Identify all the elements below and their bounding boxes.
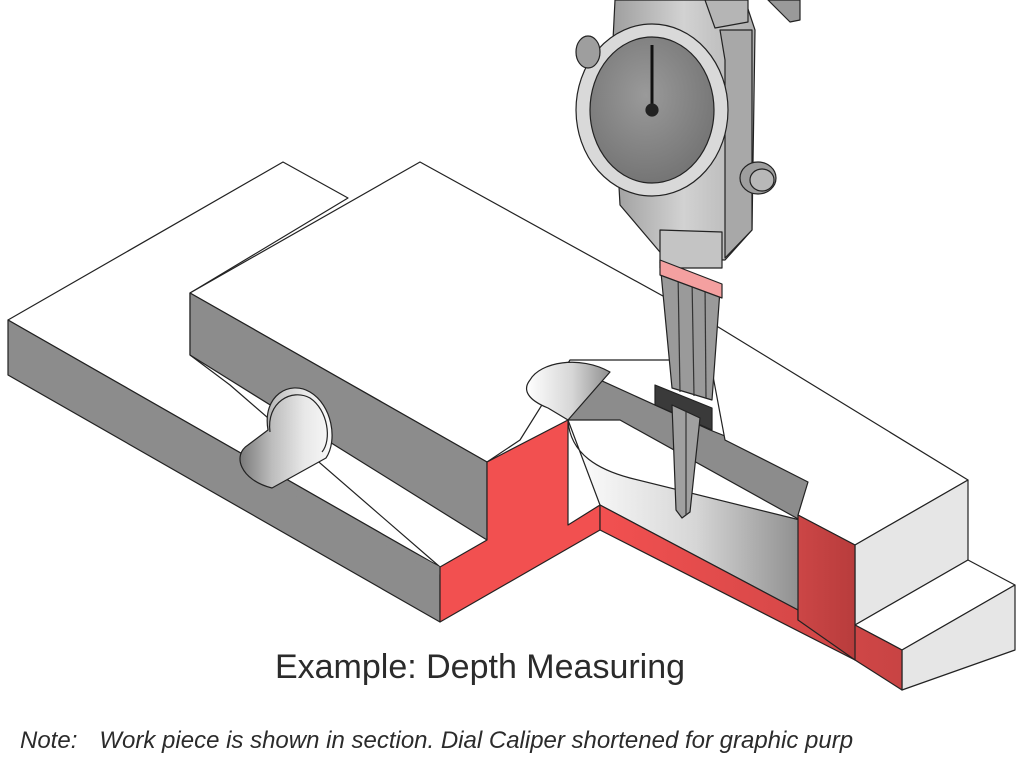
section-cut-left	[439, 419, 601, 623]
bore-hole-opening	[269, 394, 328, 453]
section-cut-right-wall	[797, 514, 856, 661]
caliper-top-bracket	[704, 0, 749, 29]
caliper-frame-side	[719, 29, 753, 259]
caliper-jaw-top	[767, 0, 801, 23]
diagram-note: Note: Work piece is shown in section. Dia…	[20, 727, 1020, 755]
depth-rod-groove-3	[704, 283, 707, 399]
slot-channel-bottom	[232, 455, 440, 575]
depth-rod-groove-2	[691, 277, 695, 397]
caliper-lower-housing	[659, 229, 723, 269]
depth-reference-marker	[659, 259, 723, 299]
depth-rod-groove-1	[677, 271, 681, 393]
bezel-knob	[575, 35, 601, 69]
dial-caliper	[575, 0, 801, 519]
thumb-wheel-cap	[749, 168, 775, 192]
dial-center-pin	[645, 103, 659, 117]
diagram-caption: Example: Depth Measuring	[274, 648, 686, 686]
workpiece	[7, 161, 1016, 691]
raised-block-top-face	[189, 161, 711, 463]
note-text: Work piece is shown in section. Dial Cal…	[99, 727, 854, 754]
note-label: Note:	[20, 727, 78, 754]
pocket-rounded-opening	[526, 361, 611, 421]
bore-hole	[239, 387, 333, 489]
